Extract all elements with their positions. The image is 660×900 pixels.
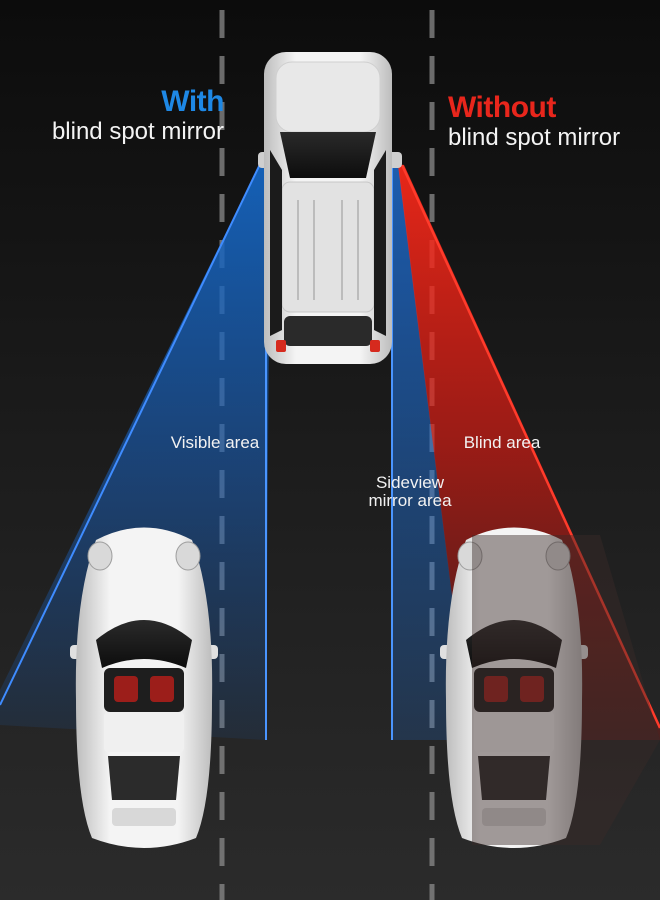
blind-area-edge-outer <box>400 164 660 729</box>
without-heading: Without <box>448 91 556 124</box>
suv-rear-view-car <box>258 52 402 364</box>
sideview-mirror-zone <box>392 160 470 740</box>
with-subtitle: blind spot mirror <box>51 118 224 145</box>
visible-area-edge-outer <box>0 159 263 706</box>
without-mirror-title: Without blind spot mirror <box>448 92 653 152</box>
sports-car-top-view <box>70 527 218 848</box>
visible-area-label: Visible area <box>170 433 260 452</box>
sideview-label-line2: mirror area <box>368 491 452 510</box>
with-heading: With <box>161 85 224 118</box>
sideview-label-line1: Sideview <box>375 473 445 492</box>
without-subtitle: blind spot mirror <box>448 124 621 151</box>
blind-area-label: Blind area <box>463 433 541 452</box>
sideview-mirror-area-label: Sideview mirror area <box>355 474 465 510</box>
blind-spot-sports-car <box>440 527 660 848</box>
with-mirror-title: With blind spot mirror <box>14 85 225 146</box>
